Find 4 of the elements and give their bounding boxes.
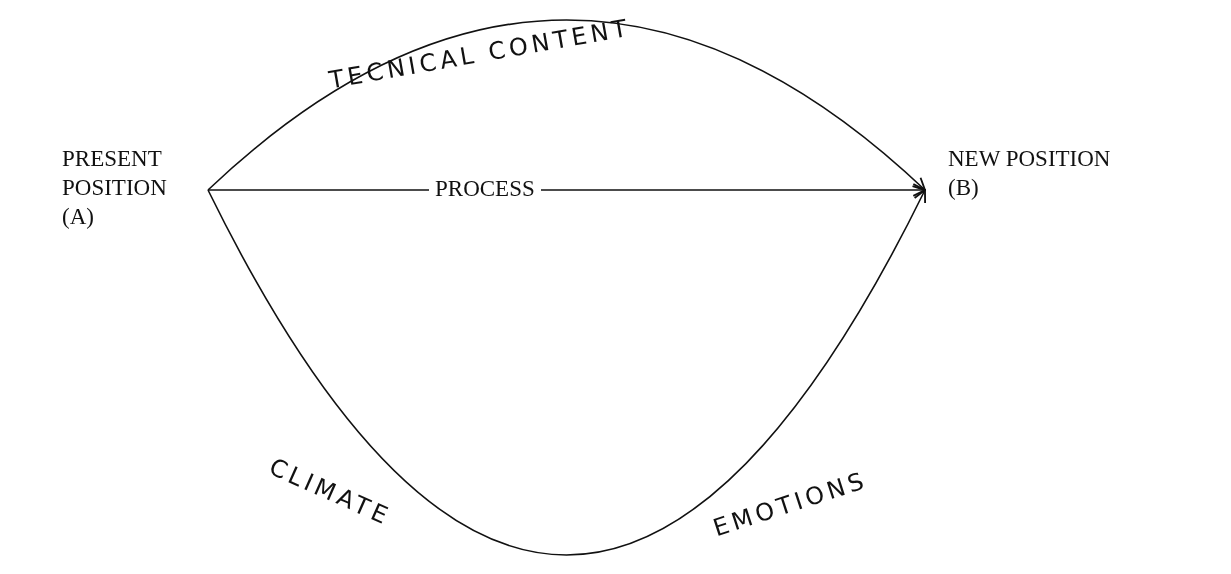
position-text: NEW POSITION (B) [926,144,1123,202]
arrow [207,19,926,191]
position-text: PRESENT POSITION (A) [62,144,202,231]
arrow [207,189,926,556]
